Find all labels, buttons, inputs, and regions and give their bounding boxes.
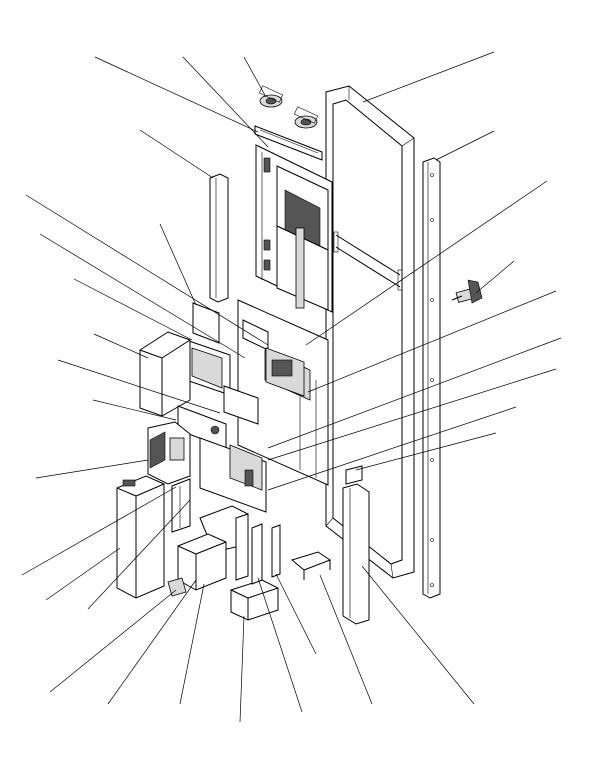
leader-control-board-a: [57, 359, 221, 414]
leader-card-bracket: [73, 278, 193, 341]
leader-cash-box-body: [45, 547, 121, 601]
leader-board-connector: [267, 406, 517, 491]
power-supply: [139, 331, 191, 417]
leader-channel-top: [355, 432, 497, 471]
leader-board-mount: [267, 368, 557, 461]
leader-fitting-small: [49, 589, 177, 693]
vertical-channel: [342, 483, 370, 625]
leader-power-supply: [93, 333, 149, 359]
leader-control-board-b: [267, 337, 562, 449]
leader-lines: [21, 51, 562, 723]
leader-base-plate: [319, 574, 373, 705]
leader-base-bracket: [239, 615, 245, 723]
key-lock: [451, 279, 483, 304]
leader-main-plate: [307, 290, 557, 393]
cash-box: [116, 475, 165, 599]
speaker-pair: [258, 85, 319, 129]
leader-card-reader-upper: [25, 194, 269, 346]
bill-validator: [147, 421, 191, 485]
lcd-display-panel: [255, 144, 333, 313]
leader-card-reader: [39, 233, 246, 359]
leader-pcb: [92, 399, 177, 421]
leader-lower-bracket: [87, 499, 191, 610]
base-bracket: [230, 579, 279, 621]
leader-coin-tray-b: [179, 583, 205, 705]
side-frame: [325, 85, 415, 579]
leader-display-bracket: [94, 56, 259, 133]
leader-coin-tray: [107, 579, 197, 705]
control-board: [177, 385, 267, 513]
lower-bracket: [171, 478, 191, 533]
leader-mounting-clip: [159, 223, 197, 306]
leader-side-frame: [362, 51, 495, 103]
card-reader: [185, 302, 305, 397]
leader-lcd-panel: [182, 56, 269, 148]
leader-speaker: [243, 56, 267, 98]
display-bracket: [254, 125, 323, 161]
leader-bill-validator: [35, 459, 149, 479]
leader-right-rail: [435, 130, 495, 161]
right-mounting-rail: [422, 157, 441, 599]
leader-channel: [361, 565, 475, 705]
small-fittings: [167, 465, 363, 597]
leader-left-rail: [139, 129, 214, 179]
leader-key-lock: [475, 260, 515, 294]
left-mounting-rail: [209, 173, 229, 303]
leader-frame-mount: [305, 180, 548, 346]
leader-cash-box: [21, 486, 177, 576]
leader-fitting-b: [275, 573, 317, 655]
leader-fitting-a: [257, 577, 303, 713]
